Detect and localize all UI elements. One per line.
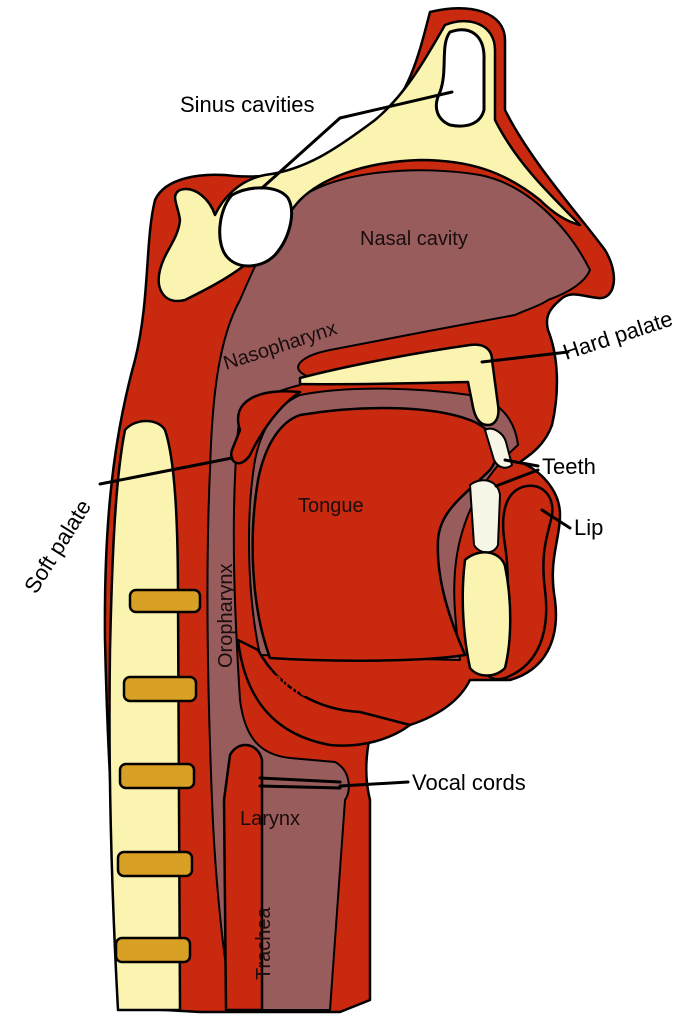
vertebral-disc bbox=[116, 938, 190, 962]
label-oropharynx: Oropharynx bbox=[215, 564, 237, 669]
lower-tooth-front bbox=[470, 480, 500, 552]
label-larynx: Larynx bbox=[240, 808, 300, 830]
label-vocal-cords: Vocal cords bbox=[412, 770, 526, 795]
vocal-cords-line-lower bbox=[260, 786, 340, 788]
label-teeth: Teeth bbox=[542, 454, 596, 479]
label-nasal-cavity: Nasal cavity bbox=[360, 228, 468, 250]
vertebral-disc bbox=[124, 677, 196, 701]
label-lip: Lip bbox=[574, 515, 603, 540]
label-soft-palate: Soft palate bbox=[19, 495, 96, 597]
label-hard-palate: Hard palate bbox=[560, 306, 676, 365]
label-trachea: Trachea bbox=[253, 906, 275, 980]
label-sinus-cavities: Sinus cavities bbox=[180, 92, 315, 117]
vertebral-disc bbox=[118, 852, 192, 876]
lower-jaw-bone bbox=[463, 552, 511, 675]
vertebral-disc bbox=[130, 590, 200, 612]
label-tongue: Tongue bbox=[298, 495, 364, 517]
vertebral-disc bbox=[120, 764, 194, 788]
spine-column bbox=[109, 421, 180, 1010]
